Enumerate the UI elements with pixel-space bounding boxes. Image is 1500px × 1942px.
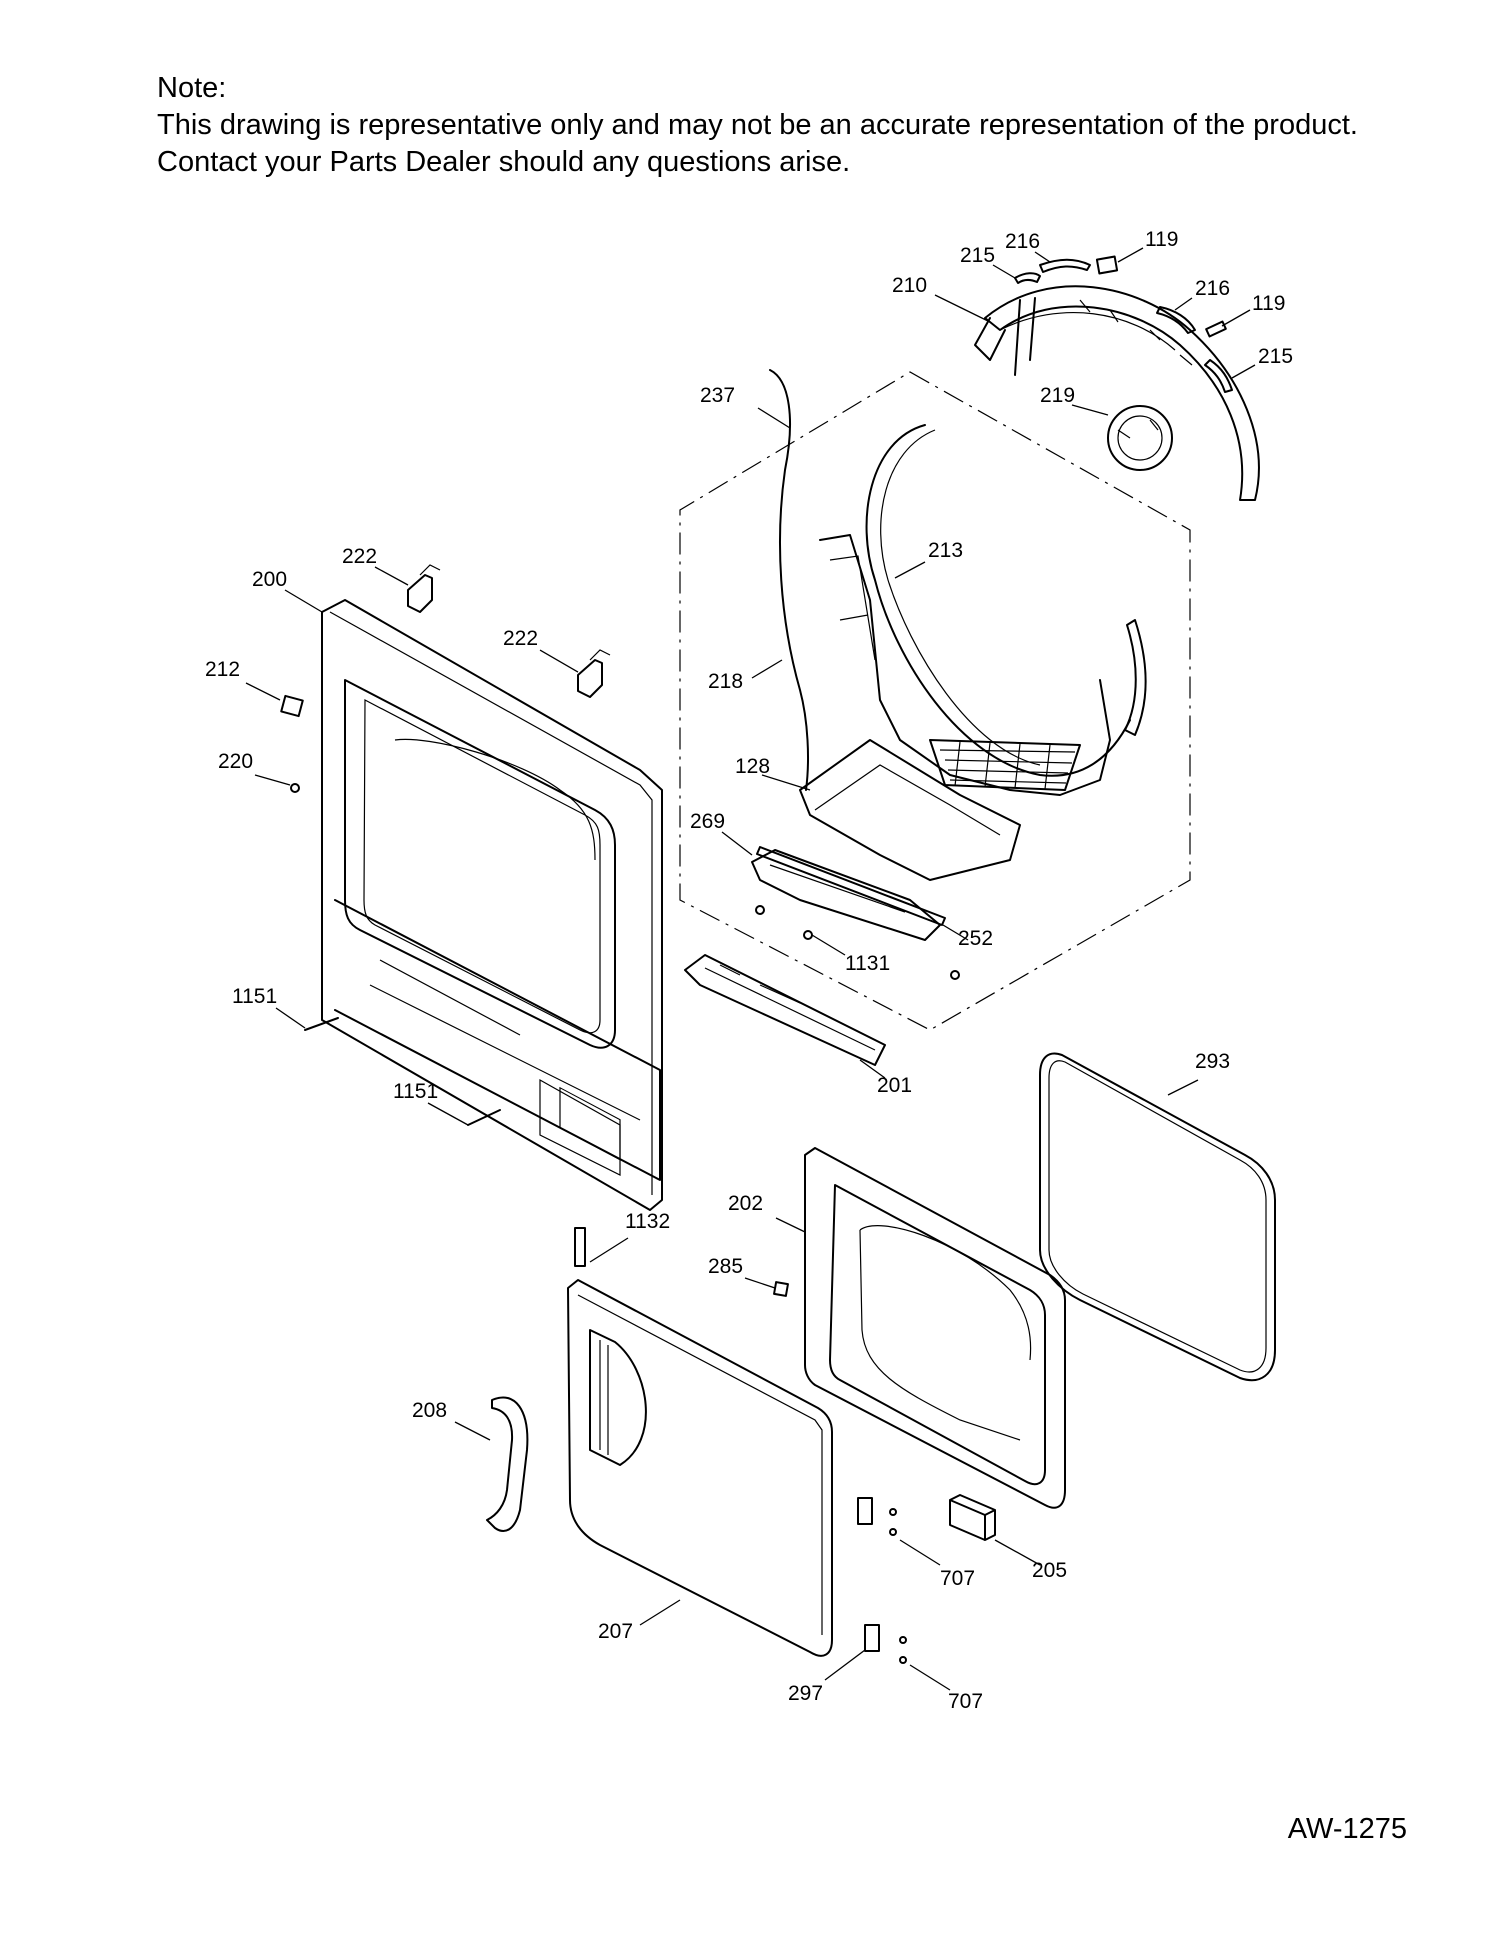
callout-1132: 1132 xyxy=(625,1210,670,1233)
part-285-latch xyxy=(773,1281,789,1297)
callout-1131: 1131 xyxy=(845,952,890,975)
part-297-hinge-lower xyxy=(864,1624,880,1652)
part-293-door-gasket xyxy=(1039,1052,1276,1382)
part-219-ring xyxy=(1107,405,1173,471)
part-269-trap-housing xyxy=(751,849,941,941)
part-212-switch xyxy=(280,694,304,718)
part-210-bulkhead-ring xyxy=(974,285,1260,501)
callout-219: 219 xyxy=(1040,384,1075,407)
part-707-screws-upper xyxy=(889,1508,897,1536)
callout-213: 213 xyxy=(928,539,963,562)
part-218-wire-harness xyxy=(769,369,809,791)
drawing-code: AW-1275 xyxy=(1287,1813,1407,1845)
part-220-screw xyxy=(290,783,300,793)
part-222-bracket-left xyxy=(407,564,441,613)
note-line-2: Contact your Parts Dealer should any que… xyxy=(157,146,851,178)
leader-lines xyxy=(245,247,1256,1691)
part-216-clip-top xyxy=(1039,258,1091,273)
part-hinge-upper xyxy=(857,1497,873,1525)
part-1151-screw-left xyxy=(304,1017,339,1031)
part-205-block xyxy=(949,1494,996,1541)
callout-119-top: 119 xyxy=(1145,228,1178,251)
callout-200: 200 xyxy=(252,568,287,591)
part-201-lint-filter xyxy=(684,954,886,1066)
callout-707-upper: 707 xyxy=(940,1567,975,1590)
part-202-door-inner xyxy=(804,1147,1066,1509)
callout-285: 285 xyxy=(708,1255,743,1278)
callout-1151-left: 1151 xyxy=(232,985,277,1008)
callout-297: 297 xyxy=(788,1682,823,1705)
part-707-screws-lower xyxy=(899,1636,907,1664)
callout-269: 269 xyxy=(690,810,725,833)
part-207-door-outer xyxy=(567,1279,833,1657)
note-line-1: This drawing is representative only and … xyxy=(157,109,1358,141)
note-heading: Note: xyxy=(157,72,227,104)
callout-205: 205 xyxy=(1032,1559,1067,1582)
part-215-clip-right xyxy=(1204,359,1233,393)
part-1151-screw-lower xyxy=(467,1109,501,1126)
callout-202: 202 xyxy=(728,1192,763,1215)
part-128-lint-duct xyxy=(799,739,1021,881)
callout-215-right: 215 xyxy=(1258,345,1293,368)
callout-201: 201 xyxy=(877,1074,912,1097)
callout-212: 212 xyxy=(205,658,240,681)
callout-207: 207 xyxy=(598,1620,633,1643)
part-1132-strip xyxy=(574,1227,586,1267)
callout-216-top: 216 xyxy=(1005,230,1040,253)
callout-208: 208 xyxy=(412,1399,447,1422)
callout-215-top: 215 xyxy=(960,244,995,267)
callout-222-left: 222 xyxy=(342,545,377,568)
assembly-237-boundary xyxy=(679,371,1191,1031)
callout-labels: 216 119 215 210 216 119 215 237 219 213 … xyxy=(205,228,1293,1713)
part-208-handle xyxy=(486,1396,529,1532)
callout-210: 210 xyxy=(892,274,927,297)
part-213-drum-front xyxy=(819,424,1147,796)
part-200-front-panel xyxy=(321,599,663,1211)
callout-218: 218 xyxy=(708,670,743,693)
part-216-clip-right xyxy=(1156,306,1196,334)
callout-252: 252 xyxy=(958,927,993,950)
disclaimer-note: Note: This drawing is representative onl… xyxy=(157,70,1358,181)
callout-128: 128 xyxy=(735,755,770,778)
callout-119-right: 119 xyxy=(1252,292,1285,315)
callout-1151-lower: 1151 xyxy=(393,1080,438,1103)
callout-220: 220 xyxy=(218,750,253,773)
part-215-clip-top xyxy=(1014,272,1041,284)
callout-237: 237 xyxy=(700,384,735,407)
callout-293: 293 xyxy=(1195,1050,1230,1073)
part-252-seal-strip xyxy=(756,846,946,926)
part-119-pad-right xyxy=(1205,320,1227,338)
callout-707-lower: 707 xyxy=(948,1690,983,1713)
part-222-bracket-right xyxy=(577,649,611,698)
callout-222-right: 222 xyxy=(503,627,538,650)
part-119-pad-top xyxy=(1095,255,1119,275)
callout-216-right: 216 xyxy=(1195,277,1230,300)
